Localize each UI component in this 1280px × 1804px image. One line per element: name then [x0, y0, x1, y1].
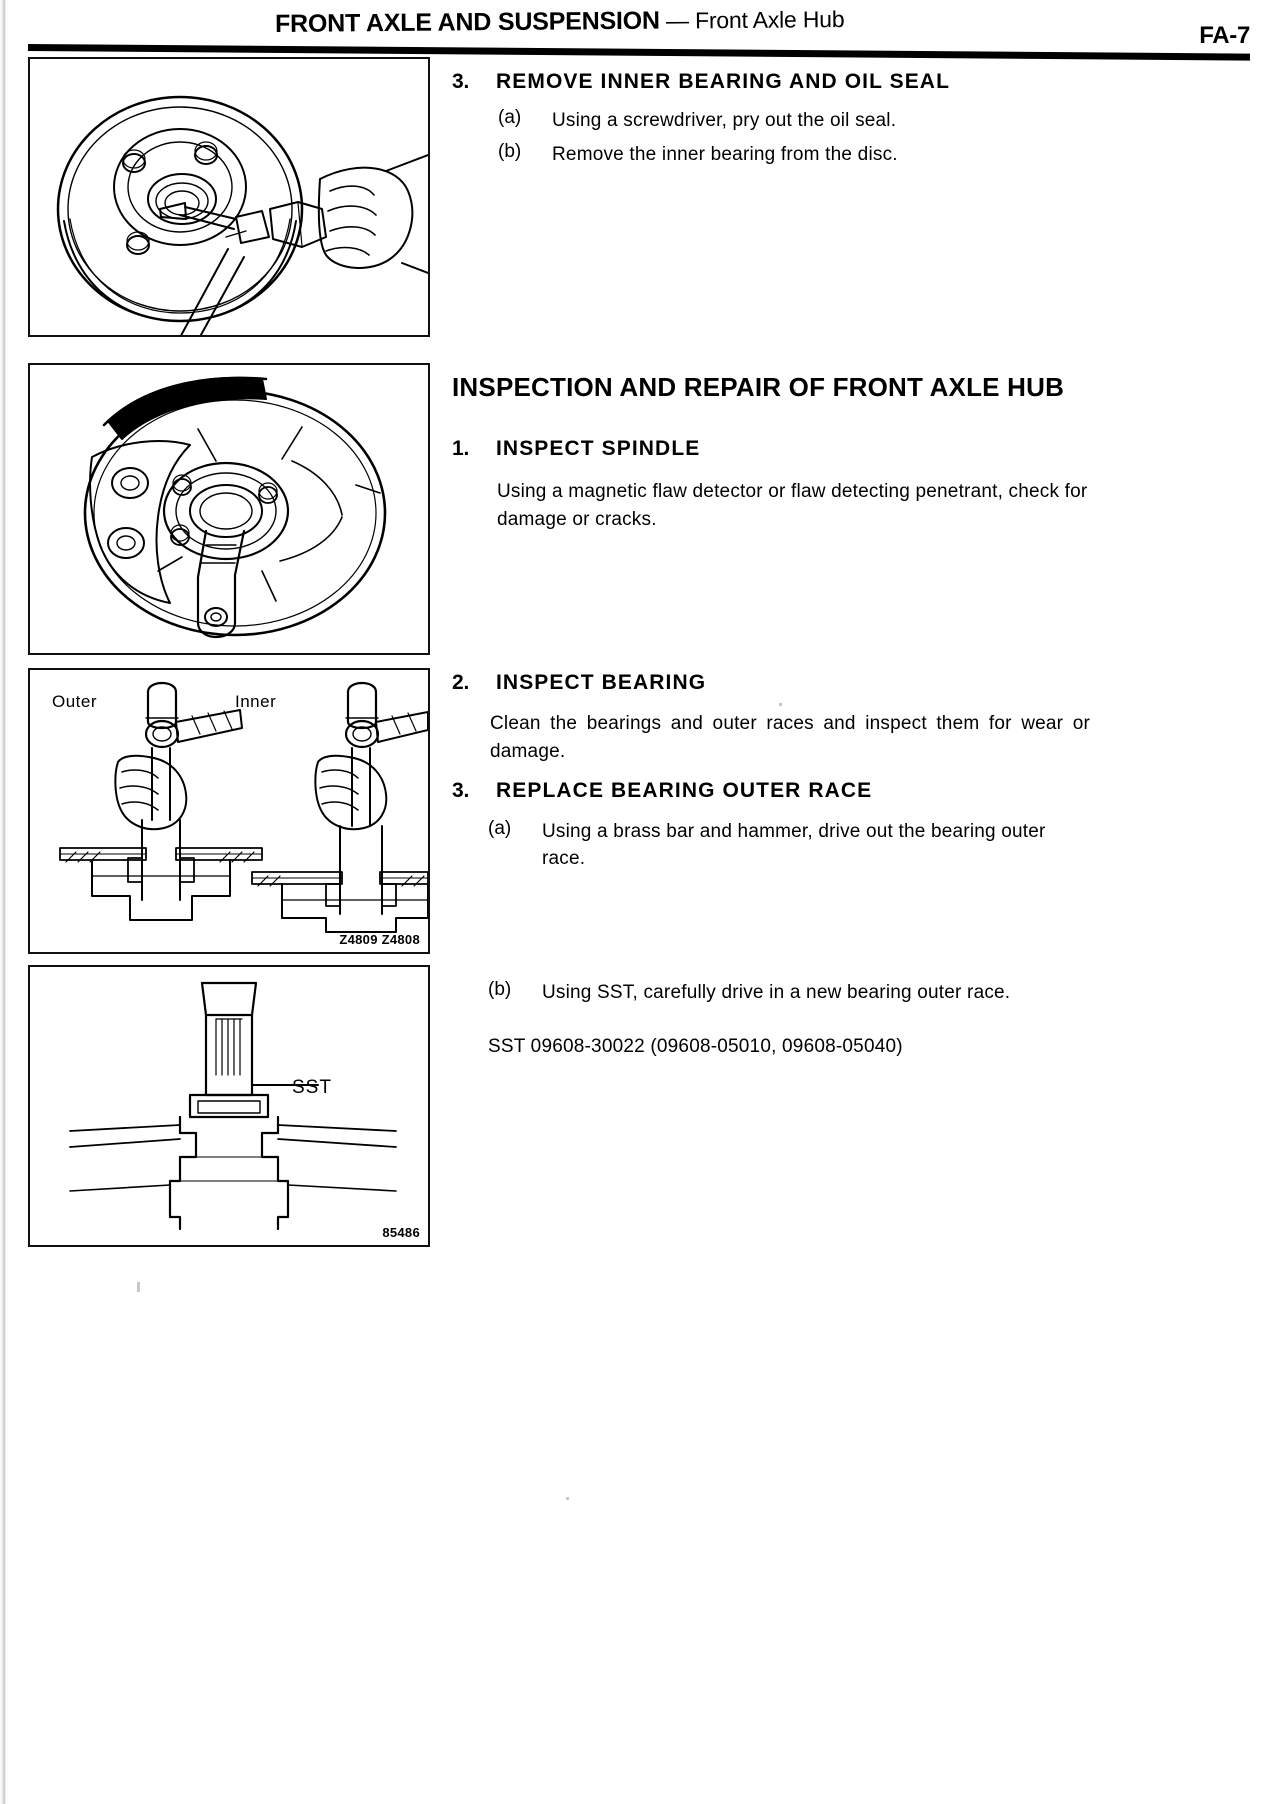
substep-text: Remove the inner bearing from the disc. — [552, 144, 898, 165]
figure-code-85486: 85486 — [382, 1225, 420, 1240]
substep-mark: (b) — [488, 979, 512, 1000]
step-title: REMOVE INNER BEARING AND OIL SEAL — [496, 70, 951, 93]
step-replace-bearing-outer-race: 3. REPLACE BEARING OUTER RACE — [452, 779, 1092, 803]
header-title-light: Front Axle Hub — [694, 6, 845, 34]
page-header: FRONT AXLE AND SUSPENSION — Front Axle H… — [0, 0, 1280, 61]
section-heading-inspection-and-repair: INSPECTION AND REPAIR OF FRONT AXLE HUB — [452, 372, 1065, 402]
substep-text: Using a brass bar and hammer, drive out … — [542, 821, 1046, 869]
substep-text: Using SST, carefully drive in a new bear… — [542, 982, 1011, 1003]
substep-b-drive-in-race: (b) Using SST, carefully drive in a new … — [488, 979, 1092, 1006]
inspect-bearing-body: Clean the bearings and outer races and i… — [490, 713, 1090, 762]
scan-speck — [137, 1282, 140, 1292]
figure-front-axle-hub-assembly — [28, 363, 430, 655]
figure-label-inner: Inner — [235, 692, 277, 711]
header-title-dash: — — [659, 7, 696, 34]
step-title: INSPECT BEARING — [496, 671, 707, 694]
scan-speck — [566, 1497, 569, 1500]
substep-mark: (a) — [498, 107, 522, 128]
step-number: 3. — [452, 70, 470, 93]
step-title: REPLACE BEARING OUTER RACE — [496, 779, 873, 802]
figure-drive-in-race-with-sst: SST 85486 — [28, 965, 430, 1247]
figure-label-outer: Outer — [52, 692, 98, 711]
step-number: 3. — [452, 779, 470, 802]
scan-speck — [793, 389, 796, 393]
step-number: 2. — [452, 671, 470, 694]
step-remove-inner-bearing: 3. REMOVE INNER BEARING AND OIL SEAL — [452, 70, 1092, 94]
step-inspect-spindle: 1. INSPECT SPINDLE — [452, 437, 1092, 461]
substep-mark: (b) — [498, 141, 522, 162]
step-number: 1. — [452, 437, 470, 460]
step-title: INSPECT SPINDLE — [496, 437, 701, 460]
sst-part-numbers: SST 09608-30022 (09608-05010, 09608-0504… — [488, 1036, 903, 1057]
page-header-title: FRONT AXLE AND SUSPENSION — Front Axle H… — [275, 5, 845, 39]
step-inspect-bearing: 2. INSPECT BEARING — [452, 671, 1092, 695]
substep-mark: (a) — [488, 818, 512, 839]
substep-b-remove-inner-bearing: (b) Remove the inner bearing from the di… — [498, 141, 1158, 168]
figure-drive-out-bearing-outer-race: Outer Inner Z4809 Z4808 — [28, 668, 430, 954]
scan-left-edge-artifact — [0, 0, 6, 1804]
substep-a-drive-out-race: (a) Using a brass bar and hammer, drive … — [488, 818, 1092, 872]
figure-prying-oil-seal — [28, 57, 430, 337]
inspect-spindle-body: Using a magnetic flaw detector or flaw d… — [497, 481, 1088, 530]
figure-code-z4809-z4808: Z4809 Z4808 — [339, 932, 420, 947]
substep-a-pry-oil-seal: (a) Using a screwdriver, pry out the oil… — [498, 107, 1158, 134]
figure-label-sst: SST — [292, 1077, 332, 1098]
page-number: FA-7 — [1199, 22, 1250, 49]
scan-speck — [779, 703, 782, 706]
header-title-bold: FRONT AXLE AND SUSPENSION — [274, 6, 660, 38]
substep-text: Using a screwdriver, pry out the oil sea… — [552, 110, 897, 131]
